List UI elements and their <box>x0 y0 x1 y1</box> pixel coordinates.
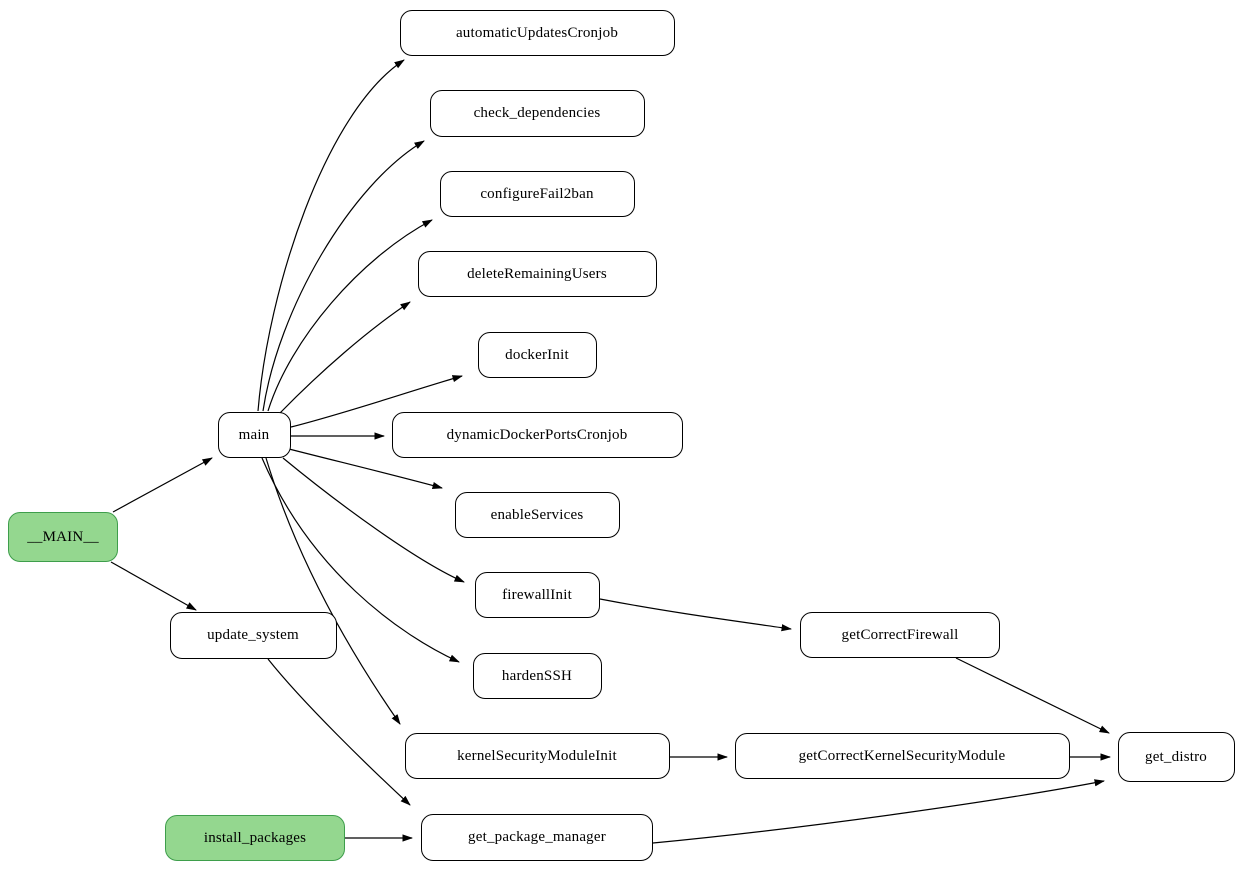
edge-main-to-harden-ssh <box>261 457 460 663</box>
node-docker-init: dockerInit <box>477 332 597 378</box>
node-main-entry: __MAIN__ <box>8 512 118 562</box>
node-get-correct-firewall: getCorrectFirewall <box>800 612 1000 658</box>
node-update-system: update_system <box>169 611 337 659</box>
node-main: main <box>217 412 291 458</box>
node-enable-services: enableServices <box>454 492 620 538</box>
node-check-dependencies: check_dependencies <box>429 89 645 137</box>
node-install-packages: install_packages <box>165 815 345 861</box>
edge-main-to-check-dependencies <box>262 140 425 412</box>
node-automatic-updates-cronjob: automaticUpdatesCronjob <box>399 10 675 56</box>
node-delete-remaining-users: deleteRemainingUsers <box>417 251 657 297</box>
node-get-correct-kernel-security-module: getCorrectKernelSecurityModule <box>734 733 1070 779</box>
node-firewall-init: firewallInit <box>474 572 600 618</box>
edge-get-package-manager-to-get-distro <box>652 779 1105 844</box>
edge-main-to-docker-init <box>290 375 463 428</box>
edge-main-entry-to-main <box>112 457 213 513</box>
edge-main-to-automatic-updates-cronjob <box>257 59 405 412</box>
edge-firewall-init-to-get-correct-firewall <box>599 598 792 632</box>
node-harden-ssh: hardenSSH <box>472 653 602 699</box>
edge-main-to-configure-fail2ban <box>267 219 433 412</box>
edge-get-correct-firewall-to-get-distro <box>955 657 1110 734</box>
node-get-distro: get_distro <box>1117 732 1235 782</box>
node-get-package-manager: get_package_manager <box>421 813 653 861</box>
node-configure-fail2ban: configureFail2ban <box>439 171 635 217</box>
edge-main-to-enable-services <box>288 448 443 489</box>
edge-update-system-to-get-package-manager <box>267 658 411 806</box>
edge-main-to-firewall-init <box>282 457 465 583</box>
node-kernel-security-module-init: kernelSecurityModuleInit <box>404 733 670 779</box>
edge-main-to-delete-remaining-users <box>279 301 411 414</box>
edge-main-entry-to-update-system <box>110 561 197 611</box>
node-dynamic-docker-ports-cronjob: dynamicDockerPortsCronjob <box>391 412 683 458</box>
